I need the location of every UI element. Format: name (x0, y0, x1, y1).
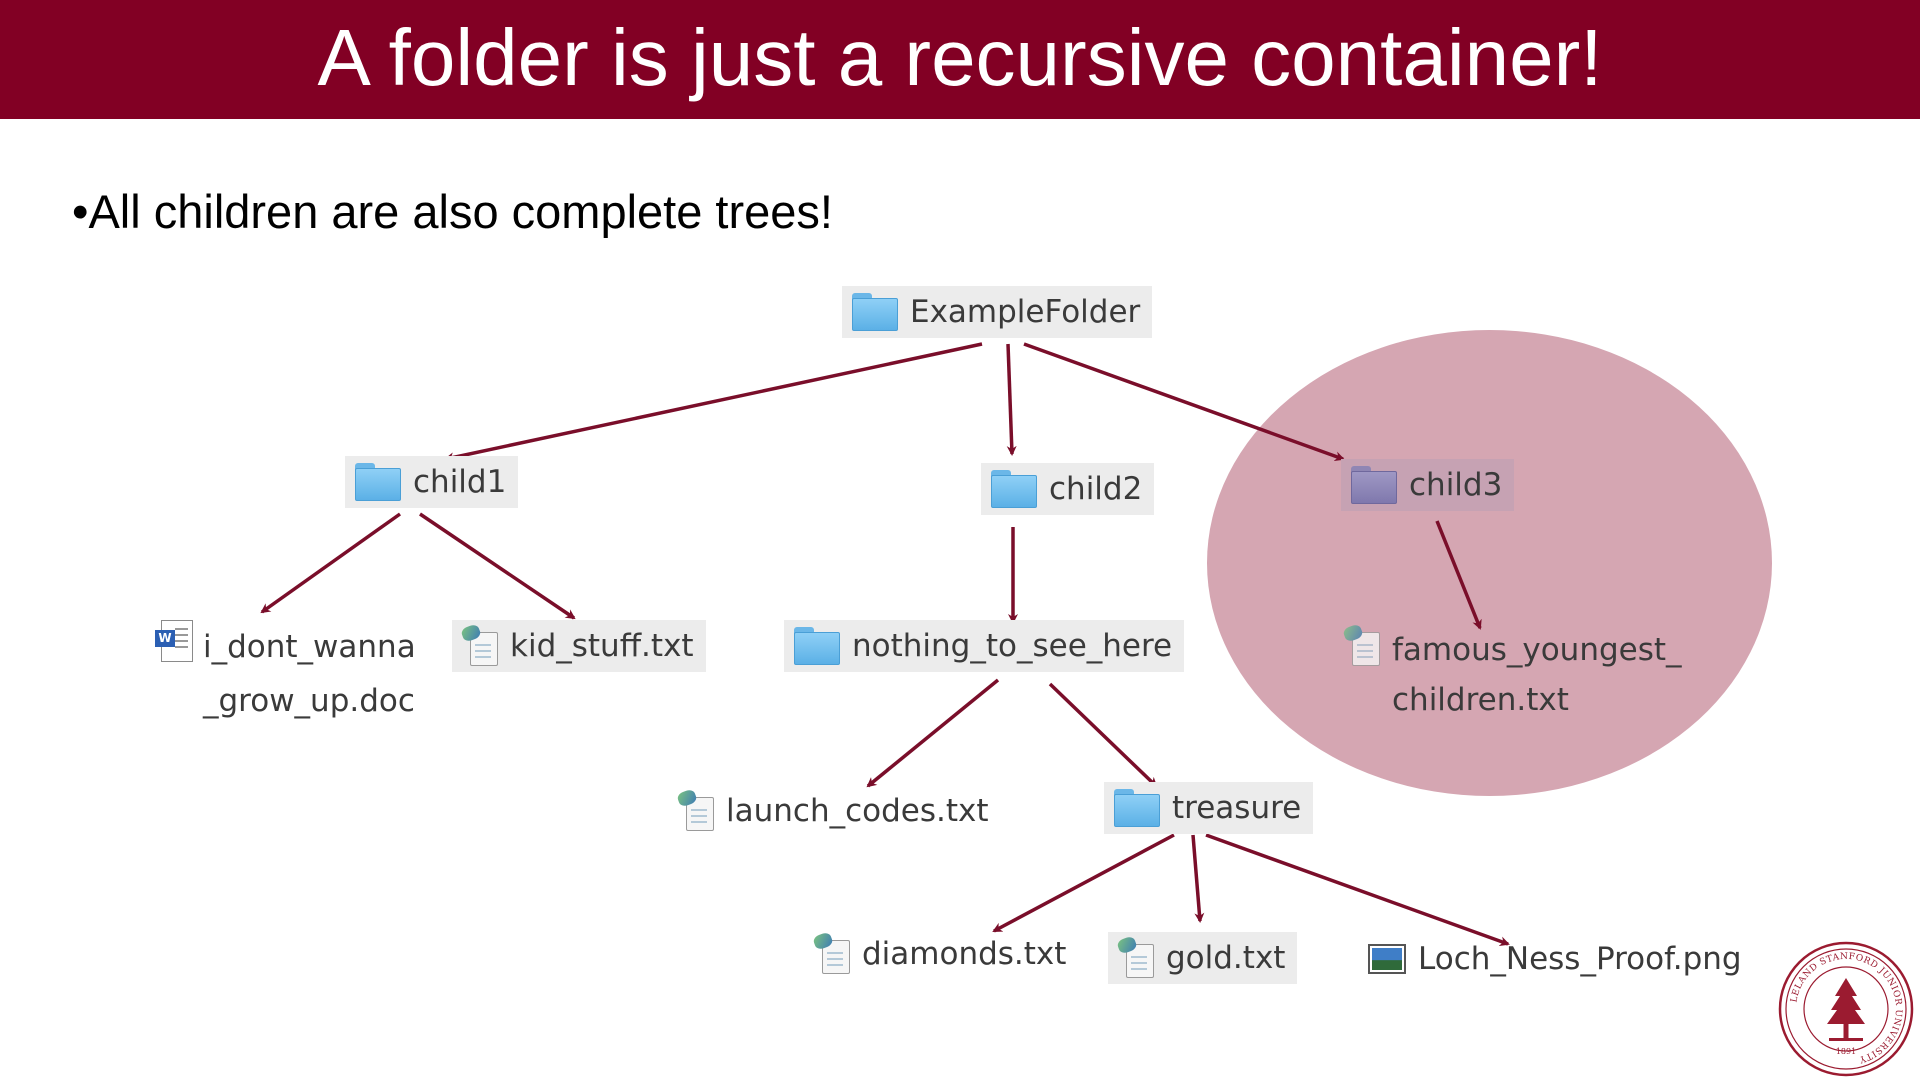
tree-node-child1[interactable]: child1 (345, 456, 519, 508)
tree-node-kid-stuff[interactable]: kid_stuff.txt (452, 620, 706, 672)
node-label: diamonds.txt (862, 935, 1067, 972)
tree-node-root[interactable]: ExampleFolder (842, 286, 1153, 338)
folder-icon (991, 470, 1037, 508)
node-label: launch_codes.txt (726, 792, 989, 829)
node-label: treasure (1172, 789, 1302, 826)
tree-node-loch-ness[interactable]: Loch_Ness_Proof.png (1358, 933, 1754, 985)
text-file-icon (1342, 623, 1380, 666)
tree-node-treasure[interactable]: treasure (1104, 782, 1314, 834)
node-label: i_dont_wanna _grow_up.doc (203, 629, 416, 720)
folder-icon (1351, 466, 1397, 504)
tree-node-famous-children[interactable]: famous_youngest_ children.txt (1334, 618, 1694, 725)
edge-treasure-loch (1205, 833, 1510, 946)
text-file-icon (1116, 935, 1154, 978)
node-label: child3 (1409, 466, 1503, 503)
edge-root-child2 (1006, 343, 1017, 456)
edge-child1-doc (260, 512, 402, 614)
node-label: child2 (1049, 470, 1143, 507)
child3-highlight-ellipse (1207, 330, 1772, 796)
svg-text:1891: 1891 (1836, 1047, 1856, 1056)
tree-node-diamonds[interactable]: diamonds.txt (804, 928, 1078, 980)
folder-icon (794, 627, 840, 665)
folder-icon (355, 463, 401, 501)
node-label: child1 (413, 463, 507, 500)
node-label: nothing_to_see_here (852, 627, 1173, 664)
university-seal-logo: LELAND STANFORD JUNIOR UNIVERSITY 1891 (1778, 941, 1914, 1077)
bullet-point: •All children are also complete trees! (72, 185, 833, 238)
tree-node-doc-file[interactable]: W i_dont_wanna _grow_up.doc (145, 612, 428, 729)
text-file-icon (676, 788, 714, 831)
tree-node-launch-codes[interactable]: launch_codes.txt (668, 785, 1001, 837)
tree-node-nothing-to-see-here[interactable]: nothing_to_see_here (784, 620, 1185, 672)
node-label: ExampleFolder (910, 293, 1141, 330)
edge-treasure-gold (1191, 834, 1205, 923)
word-document-icon: W (155, 620, 195, 662)
tree-node-child3[interactable]: child3 (1341, 459, 1515, 511)
tree-node-gold[interactable]: gold.txt (1108, 932, 1298, 984)
node-label: kid_stuff.txt (510, 627, 694, 664)
node-label: famous_youngest_ children.txt (1392, 632, 1682, 718)
edge-nothing-treasure (1048, 682, 1158, 788)
title-bar: A folder is just a recursive container! (0, 0, 1920, 119)
text-file-icon (812, 931, 850, 974)
tree-node-child2[interactable]: child2 (981, 463, 1155, 515)
edge-child1-kidstuff (419, 512, 576, 620)
node-label: Loch_Ness_Proof.png (1418, 940, 1742, 977)
edge-root-child1 (444, 342, 983, 463)
text-file-icon (460, 623, 498, 666)
image-file-icon (1368, 944, 1406, 974)
folder-icon (852, 293, 898, 331)
edge-nothing-launch (866, 678, 1000, 788)
node-label: gold.txt (1166, 939, 1286, 976)
folder-icon (1114, 789, 1160, 827)
slide-title: A folder is just a recursive container! (317, 12, 1603, 102)
edge-treasure-diamonds (992, 833, 1175, 933)
